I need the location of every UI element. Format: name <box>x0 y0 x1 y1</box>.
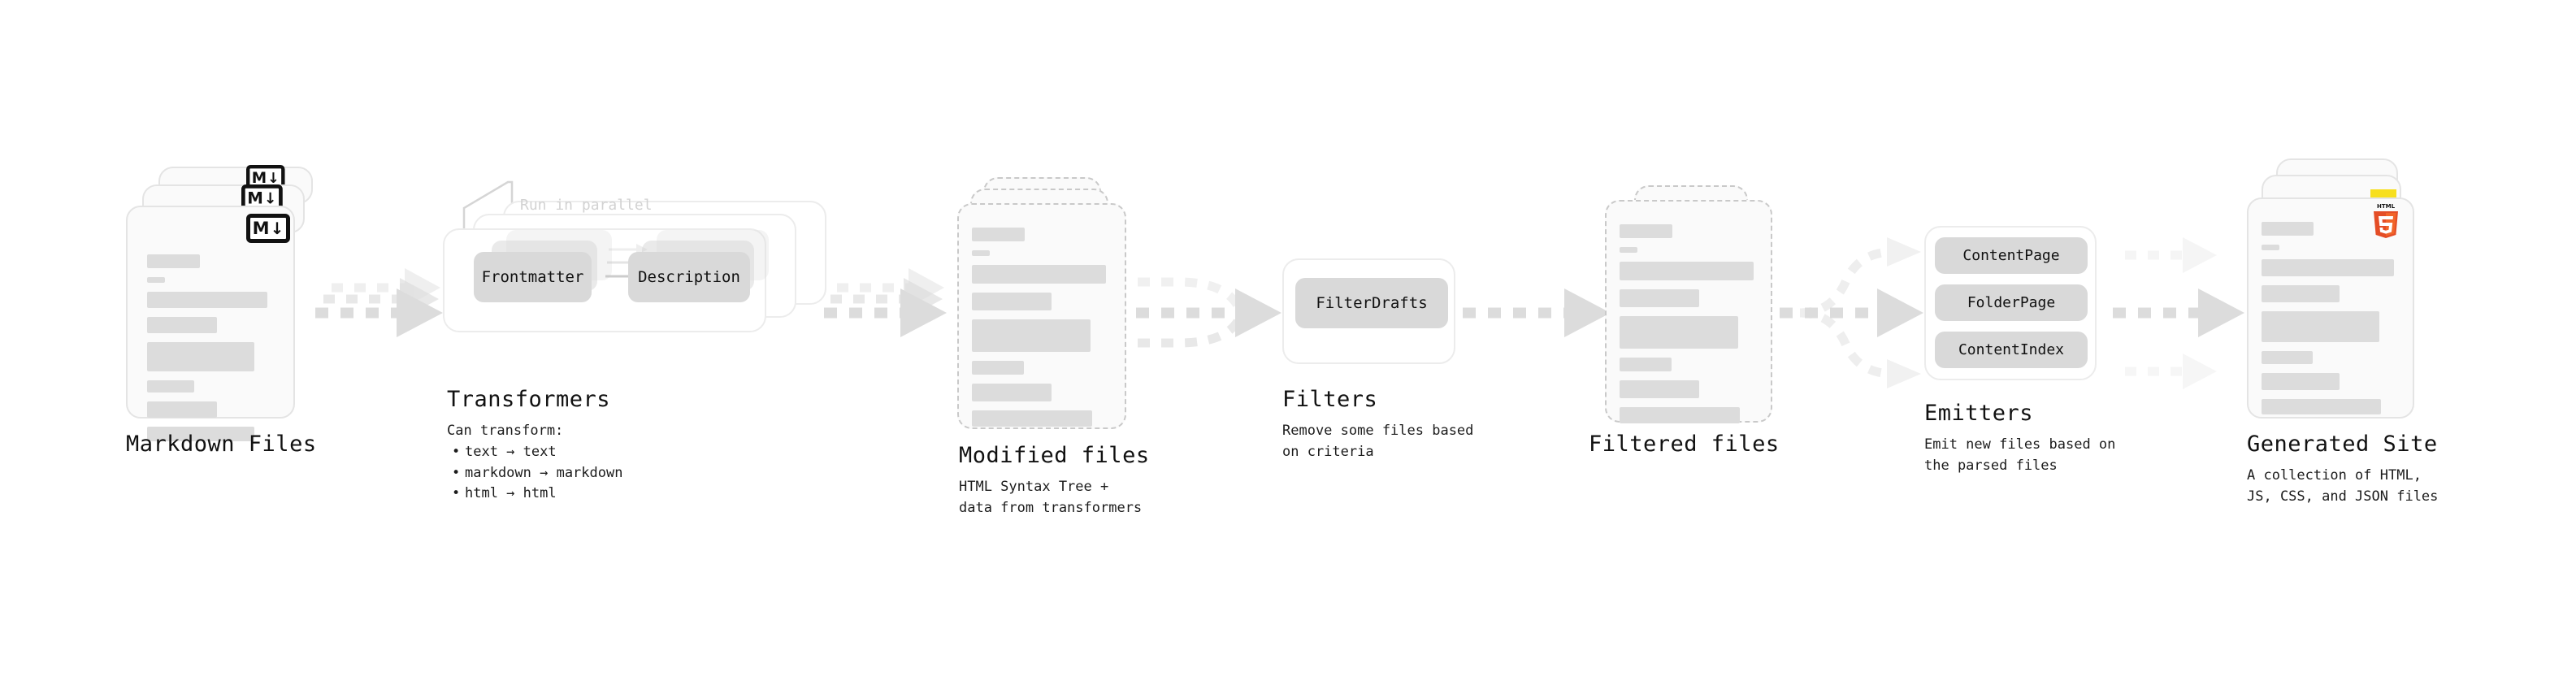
document-skeleton-lines <box>1620 224 1758 432</box>
transformers-bullets-head: Can transform: <box>447 423 564 439</box>
skeleton-line <box>2262 373 2340 390</box>
transformers-bullets: Can transform: text → text markdown → ma… <box>447 421 622 505</box>
markdown-badge-icon: M↓ <box>246 214 290 243</box>
stage-subtitle-emitters: Emit new files based on the parsed files <box>1924 436 2116 474</box>
skeleton-line <box>972 228 1025 241</box>
skeleton-line <box>1620 224 1672 238</box>
transformers-bullet-list: text → text markdown → markdown html → h… <box>447 442 623 505</box>
connector-filters-to-filtered <box>1463 288 1611 337</box>
stage-markdown-files: M↓ M↓ M↓ <box>126 165 313 441</box>
html5-icon: HTML <box>2370 202 2401 239</box>
stage-generated-site: CSS HTML <box>2247 158 2434 427</box>
emitter-pill-label: ContentPage <box>1962 247 2060 264</box>
markdown-badge-letter: M <box>251 168 267 186</box>
document-stack-dashed <box>957 177 1144 437</box>
connector-filtered-to-emitters <box>1780 237 1923 388</box>
skeleton-line <box>147 427 254 441</box>
skeleton-line <box>972 410 1092 427</box>
skeleton-line <box>2262 311 2379 342</box>
emitter-pill-contentpage[interactable]: ContentPage <box>1935 237 2088 274</box>
stage-subtitle-modified-files: HTML Syntax Tree + data from transformer… <box>959 479 1143 516</box>
skeleton-line <box>147 277 165 283</box>
skeleton-line <box>147 317 217 333</box>
transformer-pill-label: Frontmatter <box>481 268 584 286</box>
markdown-badge-arrow: ↓ <box>263 189 277 208</box>
skeleton-line <box>147 292 267 308</box>
skeleton-line <box>1620 407 1740 423</box>
connector-transformers-to-modified <box>824 268 947 337</box>
skeleton-line <box>972 265 1106 284</box>
filter-pill-filterdrafts[interactable]: FilterDrafts <box>1295 278 1448 328</box>
stage-title-modified-files: Modified files <box>959 443 1150 468</box>
markdown-badge-letter: M <box>252 218 270 238</box>
stage-subtitle-filters: Remove some files based on criteria <box>1282 423 1474 460</box>
document-stack: CSS HTML <box>2247 158 2434 427</box>
filter-pill-label: FilterDrafts <box>1316 294 1428 312</box>
skeleton-line <box>1620 289 1699 307</box>
transformer-pill-description[interactable]: Description <box>628 252 750 302</box>
skeleton-line <box>2262 285 2340 302</box>
connector-md-to-transformers <box>315 268 443 337</box>
emitter-pill-label: FolderPage <box>1967 294 2056 311</box>
document-skeleton-lines <box>2262 222 2404 423</box>
skeleton-line <box>1620 358 1672 371</box>
skeleton-line <box>2262 245 2279 250</box>
run-in-parallel-annotation: Run in parallel <box>520 197 653 214</box>
skeleton-line <box>147 254 200 268</box>
emitter-pill-contentindex[interactable]: ContentIndex <box>1935 332 2088 368</box>
stage-title-filters: Filters <box>1282 387 1378 412</box>
document-stack: M↓ M↓ M↓ <box>126 165 313 441</box>
stage-title-generated-site: Generated Site <box>2247 432 2438 457</box>
skeleton-line <box>2262 351 2313 364</box>
stage-title-markdown-files: Markdown Files <box>126 432 317 457</box>
skeleton-line <box>147 401 217 418</box>
document-skeleton-lines <box>972 228 1110 436</box>
skeleton-line <box>1620 380 1699 398</box>
skeleton-line <box>1620 316 1738 349</box>
transformer-pill-frontmatter[interactable]: Frontmatter <box>474 252 592 302</box>
markdown-badge-arrow: ↓ <box>270 219 284 238</box>
skeleton-line <box>147 342 254 371</box>
connector-modified-to-filters <box>1136 277 1281 348</box>
svg-text:HTML: HTML <box>2377 203 2396 210</box>
stage-filtered-files <box>1605 185 1792 445</box>
stage-modified-files <box>957 177 1144 437</box>
skeleton-line <box>2262 399 2381 414</box>
skeleton-line <box>972 319 1091 352</box>
emitter-pill-folderpage[interactable]: FolderPage <box>1935 284 2088 321</box>
connector-emitters-to-site <box>2113 237 2244 389</box>
markdown-badge-letter: M <box>247 189 263 207</box>
skeleton-line <box>972 361 1024 375</box>
transformer-pill-label: Description <box>638 268 740 286</box>
transformers-bullet-item: html → html <box>452 484 622 505</box>
skeleton-line <box>972 250 990 256</box>
stage-title-emitters: Emitters <box>1924 401 2034 426</box>
stage-subtitle-generated-site: A collection of HTML, JS, CSS, and JSON … <box>2247 467 2439 505</box>
skeleton-line <box>1620 247 1637 253</box>
skeleton-line <box>147 380 194 393</box>
document-skeleton-lines <box>147 254 277 450</box>
emitter-pill-label: ContentIndex <box>1958 341 2065 358</box>
transformers-bullet-item: markdown → markdown <box>452 463 623 484</box>
stage-title-transformers: Transformers <box>447 387 611 412</box>
skeleton-line <box>972 384 1052 401</box>
skeleton-line <box>1620 262 1754 280</box>
skeleton-line <box>2262 222 2314 236</box>
markdown-badge-arrow: ↓ <box>267 169 280 187</box>
document-stack-dashed <box>1605 185 1792 445</box>
skeleton-line <box>2262 259 2394 276</box>
skeleton-line <box>972 293 1052 310</box>
transformers-bullet-item: text → text <box>452 442 622 463</box>
stage-title-filtered-files: Filtered files <box>1589 432 1780 457</box>
